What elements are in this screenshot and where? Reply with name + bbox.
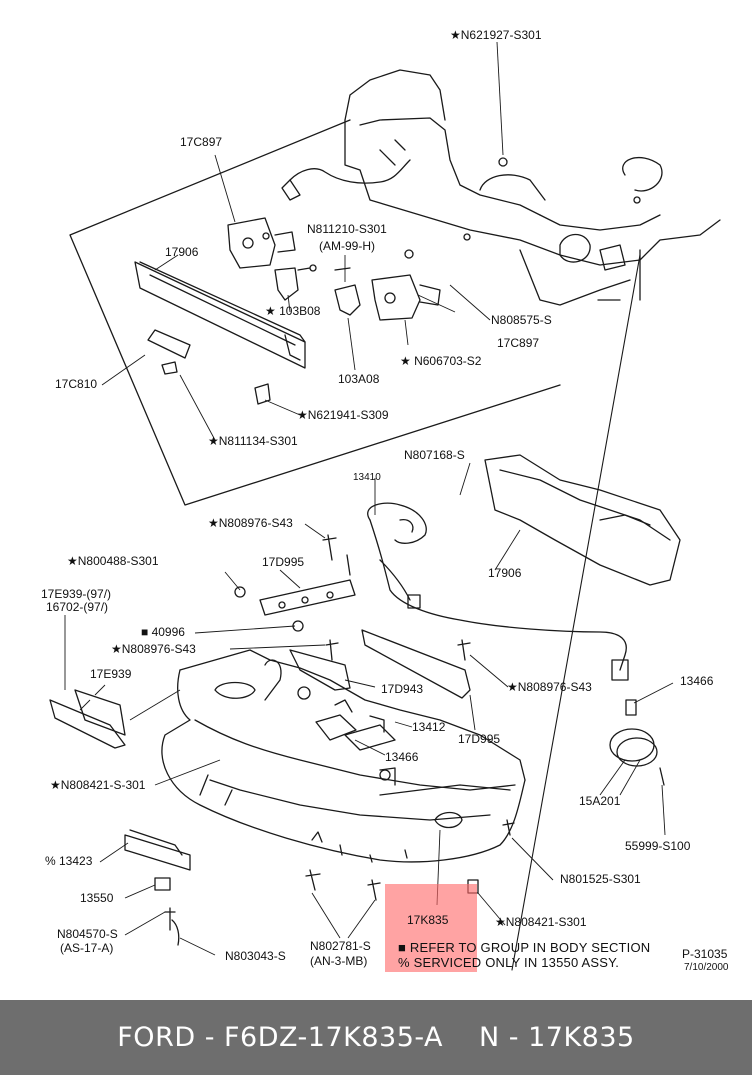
callout-n808976-b: ★N808976-S43 xyxy=(111,642,196,656)
callout-an3mb: (AN-3-MB) xyxy=(310,954,368,968)
callout-n621927: ★N621927-S301 xyxy=(450,28,542,42)
callout-13423: % 13423 xyxy=(45,854,93,868)
callout-15a201: 15A201 xyxy=(579,794,621,808)
callout-n804570: N804570-S xyxy=(57,927,118,941)
callout-17906-mid: 17906 xyxy=(488,566,522,580)
target-part-highlight xyxy=(385,884,477,972)
callout-n807168: N807168-S xyxy=(404,448,465,462)
callout-n808421-a: ★N808421-S-301 xyxy=(50,778,146,792)
callout-17906-top: 17906 xyxy=(165,245,199,259)
callout-17e939-97: 17E939-(97/) xyxy=(41,587,112,601)
oem-code: N - 17K835 xyxy=(479,1022,635,1053)
parts-diagram: ★N621927-S301 17C897 N811210-S301 (AM-99… xyxy=(41,28,729,973)
callout-as17a: (AS-17-A) xyxy=(60,941,114,955)
callout-17d995-top: 17D995 xyxy=(262,555,305,569)
callout-13410: 13410 xyxy=(353,472,381,483)
callout-n801525: N801525-S301 xyxy=(560,872,641,886)
callout-n808421-b: ★N808421-S301 xyxy=(495,915,587,929)
drawing-date: 7/10/2000 xyxy=(684,962,729,973)
callout-17c897-top: 17C897 xyxy=(180,135,223,149)
callout-13550: 13550 xyxy=(80,891,114,905)
callout-n808976-a: ★N808976-S43 xyxy=(208,516,293,530)
callout-103b08: ★ 103B08 xyxy=(265,304,321,318)
callout-17c897-mid: 17C897 xyxy=(497,336,540,350)
callout-17d995-bottom: 17D995 xyxy=(458,732,501,746)
callout-13412: 13412 xyxy=(412,720,446,734)
callout-17e939: 17E939 xyxy=(90,667,132,681)
part-number: FORD - F6DZ-17K835-A xyxy=(117,1022,444,1053)
callout-am99h: (AM-99-H) xyxy=(319,239,375,253)
part-info-text: FORD - F6DZ-17K835-A N - 17K835 xyxy=(117,1022,634,1053)
callout-n606703: ★ N606703-S2 xyxy=(400,354,482,368)
callout-17d943: 17D943 xyxy=(381,682,424,696)
callout-13466-right: 13466 xyxy=(680,674,714,688)
callout-55999: 55999-S100 xyxy=(625,839,691,853)
callout-13466-bottom: 13466 xyxy=(385,750,419,764)
callout-n808575: N808575-S xyxy=(491,313,552,327)
callout-n803043: N803043-S xyxy=(225,949,286,963)
callout-40996: ■ 40996 xyxy=(141,625,185,639)
exploded-view-drawing xyxy=(49,41,721,971)
callout-n811134: ★N811134-S301 xyxy=(208,434,298,448)
part-info-banner: FORD - F6DZ-17K835-A N - 17K835 xyxy=(0,1000,752,1075)
callout-n621941: ★N621941-S309 xyxy=(297,408,389,422)
callout-n808976-c: ★N808976-S43 xyxy=(507,680,592,694)
callout-103a08: 103A08 xyxy=(338,372,380,386)
footnote-refer-body-section: ■ REFER TO GROUP IN BODY SECTION xyxy=(398,940,651,955)
callout-17k835: 17K835 xyxy=(407,913,449,927)
footnote-serviced-only: % SERVICED ONLY IN 13550 ASSY. xyxy=(398,955,620,970)
callout-17c810: 17C810 xyxy=(55,377,98,391)
callout-n802781: N802781-S xyxy=(310,939,371,953)
callout-16702-97: 16702-(97/) xyxy=(46,600,109,614)
callout-n800488: ★N800488-S301 xyxy=(67,554,159,568)
callout-n811210: N811210-S301 xyxy=(307,222,387,236)
drawing-reference: P-31035 xyxy=(682,947,728,961)
